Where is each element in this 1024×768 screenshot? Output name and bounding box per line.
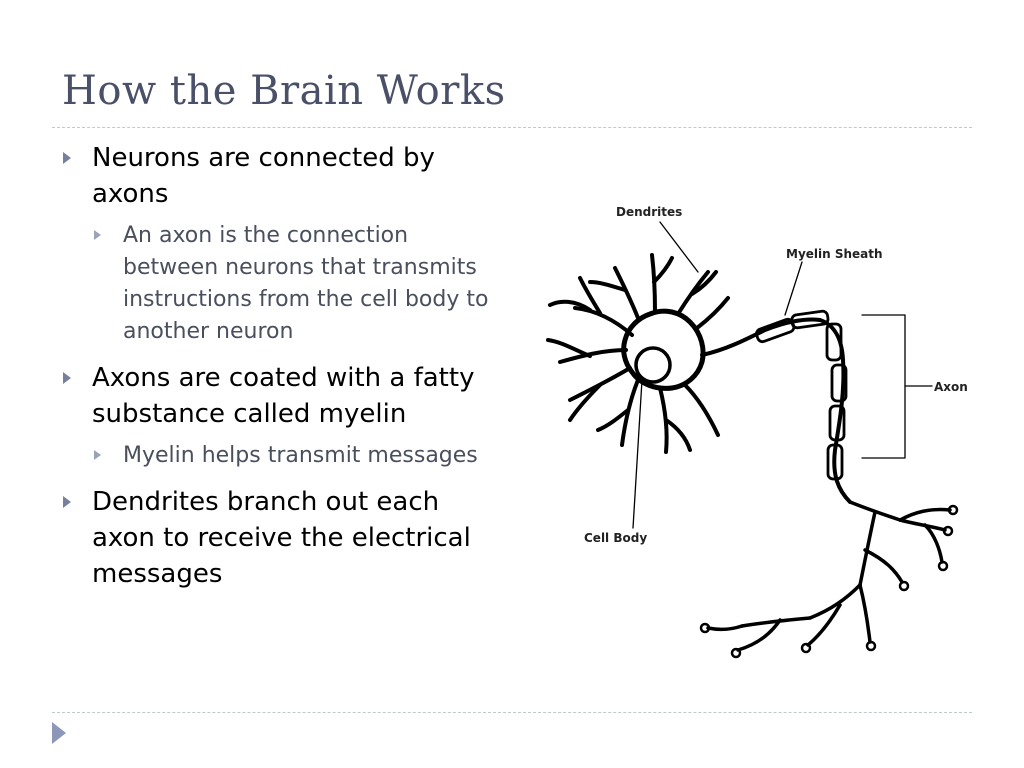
bullet-list: Neurons are connected by axons An axon i…: [60, 140, 490, 592]
bullet-item: Dendrites branch out each axon to receiv…: [60, 484, 490, 592]
sub-bullet-text: An axon is the connection between neuron…: [123, 223, 489, 344]
dendrite-branches: [546, 253, 730, 454]
sub-bullet-text: Myelin helps transmit messages: [123, 443, 478, 468]
bullet-item: Neurons are connected by axons An axon i…: [60, 140, 490, 348]
myelin-sheath-segments: [755, 309, 848, 481]
bullet-arrow-icon: [63, 496, 71, 508]
axon-terminal-knobs: [699, 504, 959, 659]
label-cell-body: Cell Body: [584, 531, 647, 545]
axon-terminals: [706, 500, 952, 652]
bullet-item: Axons are coated with a fatty substance …: [60, 360, 490, 472]
label-axon: Axon: [934, 380, 968, 394]
sub-bullet-arrow-icon: [94, 450, 101, 460]
sub-bullet-arrow-icon: [94, 230, 101, 240]
bullet-text: Neurons are connected by axons: [92, 143, 435, 209]
label-myelin-sheath: Myelin Sheath: [786, 247, 883, 261]
label-leader-lines: [632, 221, 933, 529]
title-divider: [52, 127, 972, 128]
bullet-arrow-icon: [63, 152, 71, 164]
sub-bullet-item: An axon is the connection between neuron…: [92, 220, 490, 348]
label-dendrites: Dendrites: [616, 205, 682, 219]
neuron-diagram: Dendrites Myelin Sheath Axon Cell Body: [546, 205, 968, 659]
bullet-text: Dendrites branch out each axon to receiv…: [92, 487, 471, 589]
sub-bullet-item: Myelin helps transmit messages: [92, 440, 490, 472]
cell-body-shape: [621, 308, 706, 391]
slide-title: How the Brain Works: [62, 68, 506, 114]
bullet-arrow-icon: [63, 372, 71, 384]
neuron-illustration: [546, 221, 959, 659]
footer-divider: [52, 712, 972, 713]
bullet-text: Axons are coated with a fatty substance …: [92, 363, 475, 429]
next-slide-arrow-icon[interactable]: [52, 722, 66, 744]
